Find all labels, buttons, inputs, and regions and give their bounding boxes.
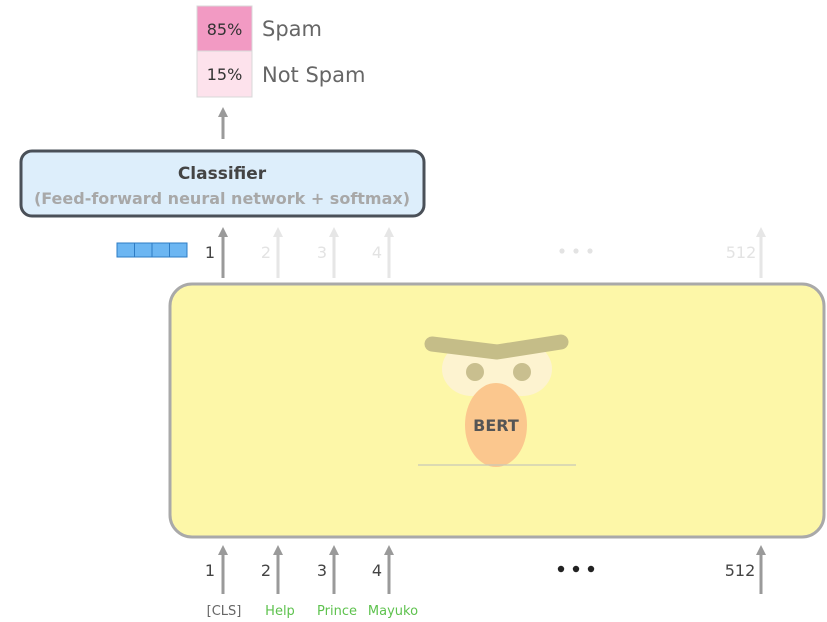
spam-label: Spam xyxy=(262,17,322,41)
input-tokens: [CLS] Help Prince Mayuko xyxy=(207,604,418,619)
bottom-ellipsis xyxy=(557,565,595,573)
left-pupil xyxy=(466,363,484,381)
spam-prob-value: 85% xyxy=(207,20,243,39)
output-probabilities: 85% Spam 15% Not Spam xyxy=(196,5,365,98)
token-mayuko: Mayuko xyxy=(368,604,418,619)
token-cls: [CLS] xyxy=(207,604,242,619)
top-ellipsis xyxy=(559,248,593,254)
bert-nose xyxy=(465,383,527,467)
eyebrow xyxy=(424,334,569,360)
top-position-3: 3 xyxy=(317,243,327,262)
token-help: Help xyxy=(265,604,295,619)
top-position-4: 4 xyxy=(372,243,382,262)
bottom-position-2: 2 xyxy=(261,561,271,580)
token-prince: Prince xyxy=(317,604,357,619)
not-spam-label: Not Spam xyxy=(262,63,365,87)
top-position-2: 2 xyxy=(261,243,271,262)
not-spam-prob-cell xyxy=(196,50,253,98)
bottom-position-3: 3 xyxy=(317,561,327,580)
not-spam-prob-value: 15% xyxy=(207,65,243,84)
classifier-title: Classifier xyxy=(178,164,267,184)
bottom-position-4: 4 xyxy=(372,561,382,580)
bert-label: BERT xyxy=(473,416,519,435)
vector-cell xyxy=(134,242,153,258)
bert-face-illustration: BERT xyxy=(418,334,576,467)
top-position-1: 1 xyxy=(205,243,215,262)
right-pupil xyxy=(513,363,531,381)
vector-cell xyxy=(169,242,188,258)
classifier-box: Classifier (Feed-forward neural network … xyxy=(19,149,426,218)
cls-output-vector xyxy=(116,242,188,258)
top-position-512: 512 xyxy=(726,243,757,262)
top-output-positions: 1 2 3 4 512 xyxy=(205,227,766,278)
bottom-input-positions: 1 2 3 4 512 xyxy=(205,545,766,594)
vector-cell xyxy=(151,242,170,258)
classifier-box-shape xyxy=(19,149,426,218)
bert-model-box: BERT xyxy=(168,282,826,539)
bottom-position-512: 512 xyxy=(725,561,756,580)
bottom-position-1: 1 xyxy=(205,561,215,580)
vector-cell xyxy=(116,242,135,258)
spam-prob-cell xyxy=(196,5,253,52)
classifier-subtitle: (Feed-forward neural network + softmax) xyxy=(34,189,410,208)
